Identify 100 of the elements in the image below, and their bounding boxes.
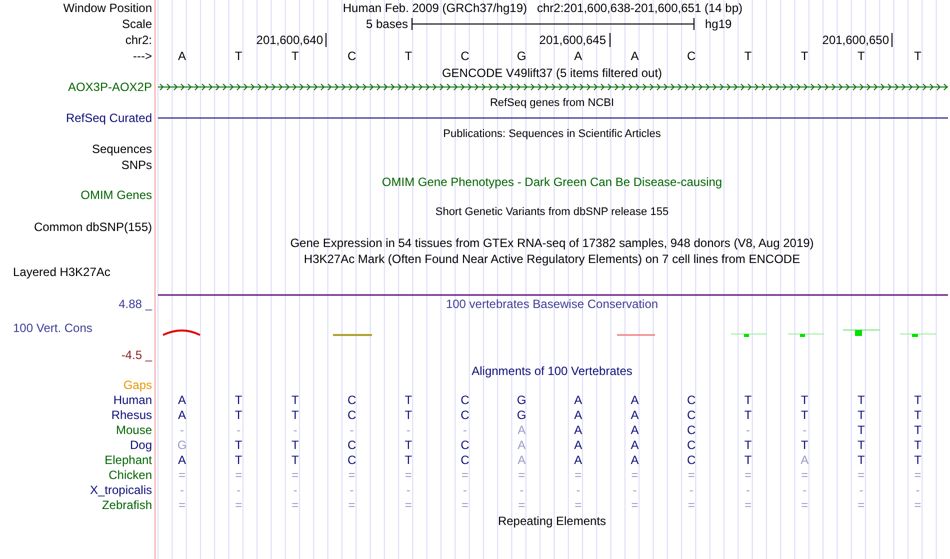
alignment-base: - <box>576 483 580 497</box>
alignment-base: = <box>744 468 752 482</box>
alignment-base: C <box>687 423 696 437</box>
alignment-base: T <box>292 408 299 422</box>
base-letter: T <box>800 49 808 63</box>
alignment-base: C <box>460 408 470 422</box>
alignment-base: C <box>347 438 356 452</box>
alignment-base: T <box>800 438 808 452</box>
alignment-base: = <box>462 468 468 482</box>
alignment-base: = <box>801 498 808 512</box>
track-label: Common dbSNP(155) <box>34 220 152 234</box>
track-label: 100 Vert. Cons <box>13 321 92 335</box>
alignment-base: A <box>518 453 526 467</box>
track-label: AOX3P-AOX2P <box>68 80 152 94</box>
alignment-base: G <box>516 393 526 407</box>
alignment-base: - <box>293 423 298 437</box>
alignment-base: C <box>347 453 356 467</box>
alignment-base: - <box>406 483 410 497</box>
alignment-base: - <box>463 423 467 437</box>
alignment-base: C <box>347 393 356 407</box>
track-label: Mouse <box>116 423 152 437</box>
alignment-base: = <box>235 468 242 482</box>
track-title: Human Feb. 2009 (GRCh37/hg19) <box>342 1 527 15</box>
base-letter: A <box>574 49 582 63</box>
alignment-base: A <box>574 408 582 422</box>
alignment-base: = <box>914 498 922 512</box>
track-label: OMIM Genes <box>80 188 152 202</box>
alignment-base: T <box>744 408 752 422</box>
alignment-base: - <box>463 483 467 497</box>
track-label: chr2: <box>125 33 152 47</box>
alignment-base: T <box>404 453 412 467</box>
alignment-base: = <box>631 498 638 512</box>
alignment-base: A <box>574 393 582 407</box>
alignment-base: = <box>574 468 582 482</box>
alignment-base: - <box>406 423 410 437</box>
alignment-base: = <box>178 468 186 482</box>
alignment-base: = <box>348 498 356 512</box>
track-label: Gaps <box>123 378 152 392</box>
track-label: Dog <box>130 438 152 452</box>
track-label: X_tropicalis <box>90 483 152 497</box>
alignment-base: = <box>348 468 356 482</box>
track-label: ---> <box>133 49 152 63</box>
base-letter: C <box>687 49 696 63</box>
alignment-base: T <box>292 453 299 467</box>
track-title: RefSeq genes from NCBI <box>490 96 614 110</box>
alignment-base: C <box>460 453 470 467</box>
track-label: Rhesus <box>111 408 152 422</box>
alignment-base: T <box>234 453 242 467</box>
alignment-base: - <box>180 483 184 497</box>
alignment-base: T <box>858 438 865 452</box>
track-title: Gene Expression in 54 tissues from GTEx RNA-seq of 17382 samples, 948 donors (V8, Aug 2019) <box>290 236 814 250</box>
track-title: chr2:201,600,638-201,600,651 (14 bp) <box>537 1 742 15</box>
alignment-base: T <box>234 393 242 407</box>
alignment-base: = <box>292 468 299 482</box>
alignment-base: T <box>800 408 808 422</box>
alignment-base: = <box>518 498 526 512</box>
alignment-base: = <box>744 498 752 512</box>
base-letter: T <box>234 49 242 63</box>
alignment-base: - <box>802 423 807 437</box>
alignment-base: C <box>460 438 470 452</box>
alignment-base: = <box>235 498 242 512</box>
alignment-base: T <box>404 438 412 452</box>
alignment-base: A <box>630 423 639 437</box>
alignment-base: A <box>178 408 186 422</box>
alignment-base: - <box>632 483 637 497</box>
alignment-base: - <box>520 483 524 497</box>
alignment-base: = <box>631 468 638 482</box>
alignment-base: T <box>858 423 865 437</box>
base-letter: T <box>292 49 299 63</box>
alignment-base: T <box>292 393 299 407</box>
axis-label: 4.88 _ <box>118 297 152 311</box>
track-title: 5 bases <box>366 17 408 31</box>
alignment-base: A <box>574 453 582 467</box>
alignment-base: C <box>687 453 696 467</box>
alignment-base: A <box>630 453 639 467</box>
alignment-base: A <box>800 453 809 467</box>
alignment-base: C <box>687 408 696 422</box>
alignment-base: T <box>234 438 242 452</box>
alignment-base: A <box>518 438 526 452</box>
base-letter: T <box>858 49 865 63</box>
track-label: Sequences <box>92 142 152 156</box>
alignment-base: A <box>630 393 639 407</box>
base-letter: C <box>347 49 356 63</box>
alignment-base: T <box>858 453 865 467</box>
alignment-base: C <box>687 393 696 407</box>
alignment-base: A <box>630 438 639 452</box>
track-title: H3K27Ac Mark (Often Found Near Active Regulatory Elements) on 7 cell lines from ENCODE <box>304 252 800 266</box>
track-label: Window Position <box>63 1 152 15</box>
alignment-base: - <box>916 483 920 497</box>
alignment-base: T <box>744 393 752 407</box>
alignment-base: = <box>518 468 526 482</box>
alignment-base: - <box>350 483 354 497</box>
alignment-base: T <box>744 453 752 467</box>
alignment-base: G <box>516 408 526 422</box>
coordinate-label: 201,600,645 <box>539 33 606 47</box>
alignment-base: = <box>688 468 695 482</box>
base-letter: A <box>630 49 639 63</box>
alignment-base: T <box>914 423 922 437</box>
coordinate-label: 201,600,650 <box>822 33 889 47</box>
alignment-base: - <box>802 483 807 497</box>
